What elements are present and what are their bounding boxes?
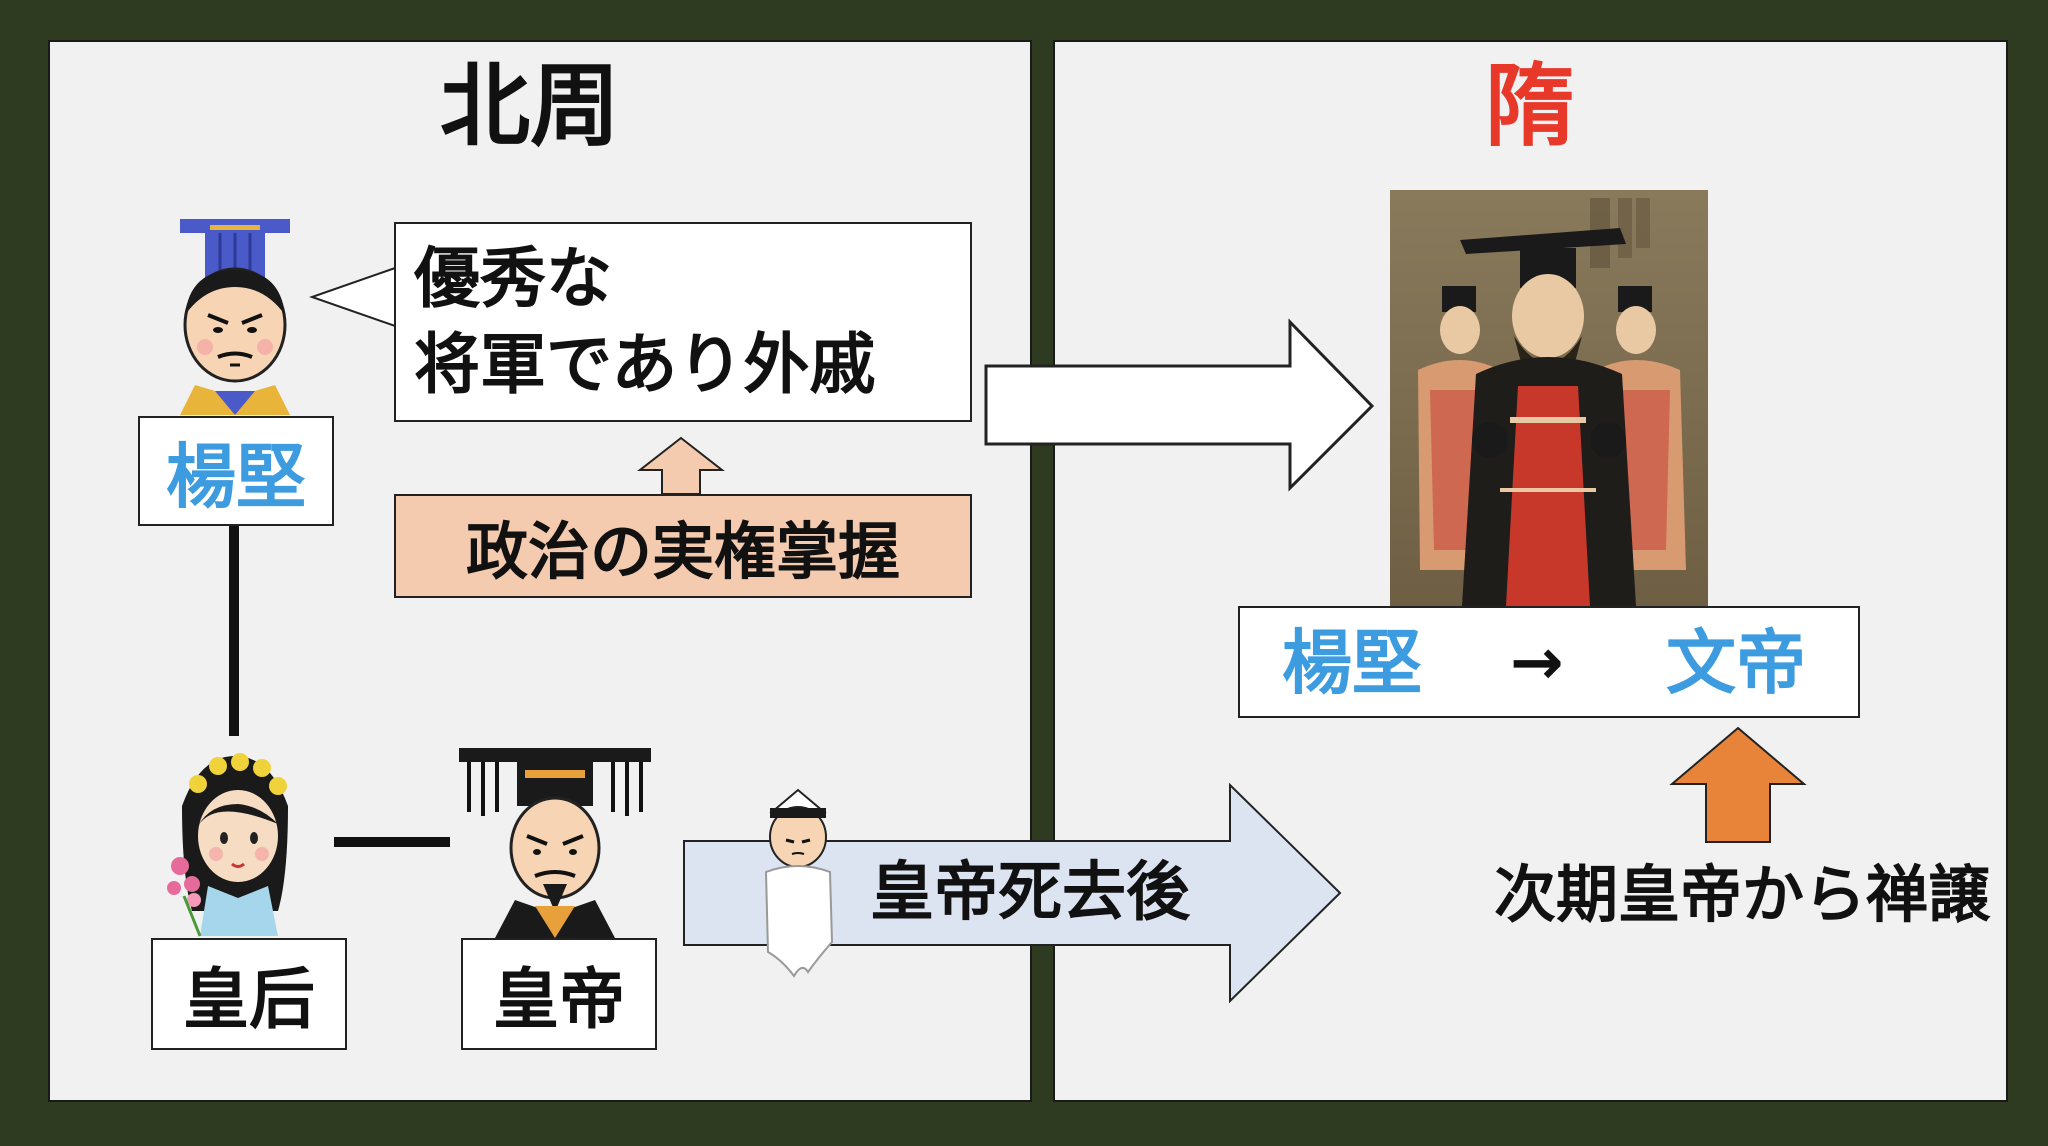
yang-jian-avatar-icon — [180, 219, 290, 415]
emperor-label: 皇帝 — [493, 961, 625, 1038]
empress-label-box: 皇后 — [151, 938, 347, 1050]
ghost-icon — [764, 788, 834, 978]
speech-bubble: 優秀な 将軍であり外戚 — [394, 222, 972, 422]
name-from: 楊堅 — [1282, 622, 1422, 704]
speech-line-2: 将軍であり外戚 — [414, 326, 876, 403]
abdication-label: 次期皇帝から禅譲 — [1493, 858, 1990, 931]
name-to: 文帝 — [1666, 622, 1806, 704]
yang-jian-label: 楊堅 — [166, 435, 306, 518]
name-change-box: 楊堅 → 文帝 — [1238, 606, 1860, 718]
speech-bubble-tail — [308, 265, 400, 329]
family-connector-horizontal — [334, 837, 450, 847]
transition-arrow — [984, 318, 1375, 492]
emperor-wen-portrait — [1390, 190, 1708, 606]
northern-zhou-title: 北周 — [440, 54, 620, 159]
yang-jian-label-box: 楊堅 — [138, 416, 334, 526]
emperor-avatar-icon — [459, 748, 651, 938]
after-death-label: 皇帝死去後 — [870, 856, 1190, 930]
power-seizure-label: 政治の実権掌握 — [465, 515, 900, 588]
emperor-label-box: 皇帝 — [461, 938, 657, 1050]
speech-line-1: 優秀な — [414, 240, 612, 317]
power-up-arrow — [637, 436, 725, 495]
name-change-arrow: → — [1510, 626, 1564, 700]
empress-avatar-icon — [167, 753, 288, 937]
empress-label: 皇后 — [183, 961, 315, 1038]
sui-title: 隋 — [1485, 54, 1575, 159]
family-connector-vertical — [229, 526, 239, 736]
abdication-up-arrow — [1669, 726, 1807, 843]
power-seizure-box: 政治の実権掌握 — [394, 494, 972, 598]
